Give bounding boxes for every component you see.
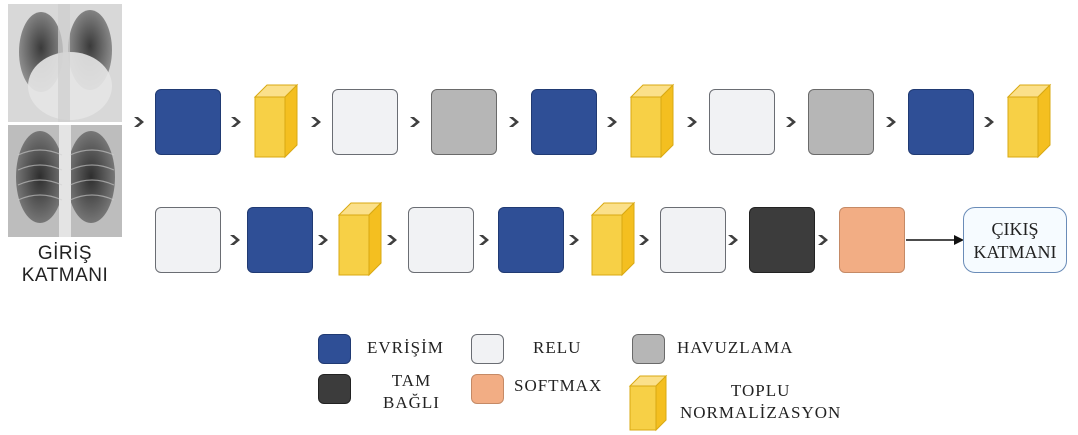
layer-block-bn	[629, 83, 675, 159]
input-label-line2: KATMANI	[21, 265, 109, 286]
legend-label-fc: TAM BAĞLI	[383, 370, 440, 414]
layer-block-pool	[808, 89, 874, 155]
legend-swatch-pool	[632, 334, 665, 364]
flow-arrow-icon	[479, 235, 489, 245]
layer-block-conv	[498, 207, 564, 273]
flow-arrow-icon	[231, 117, 241, 127]
flow-arrow-icon	[387, 235, 397, 245]
layer-block-conv	[155, 89, 221, 155]
flow-arrow-icon	[134, 117, 144, 127]
layer-block-bn	[253, 83, 299, 159]
legend-label-bn-line1: TOPLU	[730, 381, 791, 400]
output-connector	[906, 235, 964, 245]
legend-label-fc-line2: BAĞLI	[383, 393, 440, 412]
legend-label-bn: TOPLU NORMALİZASYON	[680, 380, 841, 424]
legend-label-relu: RELU	[533, 338, 582, 357]
layer-block-conv	[247, 207, 313, 273]
layer-block-bn	[590, 201, 636, 277]
flow-arrow-icon	[569, 235, 579, 245]
legend-label-softmax: SOFTMAX	[514, 376, 603, 395]
layer-block-softmax	[839, 207, 905, 273]
layer-block-relu	[709, 89, 775, 155]
flow-arrow-icon	[639, 235, 649, 245]
legend-label-fc-line1: TAM	[391, 371, 432, 390]
flow-arrow-icon	[984, 117, 994, 127]
layer-block-conv	[531, 89, 597, 155]
legend-label-bn-line2: NORMALİZASYON	[680, 403, 842, 422]
flow-arrow-icon	[607, 117, 617, 127]
flow-arrow-icon	[687, 117, 697, 127]
layer-block-fc	[749, 207, 815, 273]
flow-arrow-icon	[230, 235, 240, 245]
layer-block-relu	[332, 89, 398, 155]
legend-swatch-fc	[318, 374, 351, 404]
xray-image-top	[8, 4, 122, 122]
layer-block-bn	[337, 201, 383, 277]
output-label-line1: ÇIKIŞ	[991, 219, 1039, 239]
flow-arrow-icon	[818, 235, 828, 245]
flow-arrow-icon	[509, 117, 519, 127]
flow-arrow-icon	[786, 117, 796, 127]
flow-arrow-icon	[410, 117, 420, 127]
layer-block-conv	[908, 89, 974, 155]
output-label-line2: KATMANI	[973, 242, 1057, 262]
flow-arrow-icon	[886, 117, 896, 127]
legend-swatch-relu	[471, 334, 504, 364]
layer-block-relu	[155, 207, 221, 273]
layer-block-relu	[660, 207, 726, 273]
flow-arrow-icon	[311, 117, 321, 127]
layer-block-relu	[408, 207, 474, 273]
output-layer-box: ÇIKIŞ KATMANI	[963, 207, 1067, 273]
input-layer-label: GİRİŞ KATMANI	[0, 243, 130, 287]
input-label-line1: GİRİŞ	[37, 243, 93, 264]
flow-arrow-icon	[318, 235, 328, 245]
layer-block-pool	[431, 89, 497, 155]
xray-image-bottom	[8, 125, 122, 237]
legend-swatch-bn	[628, 374, 668, 432]
legend-label-pool: HAVUZLAMA	[677, 338, 794, 357]
flow-arrow-icon	[728, 235, 738, 245]
legend-swatch-softmax	[471, 374, 504, 404]
legend-swatch-conv	[318, 334, 351, 364]
layer-block-bn	[1006, 83, 1052, 159]
legend-label-conv: EVRİŞİM	[367, 338, 444, 357]
